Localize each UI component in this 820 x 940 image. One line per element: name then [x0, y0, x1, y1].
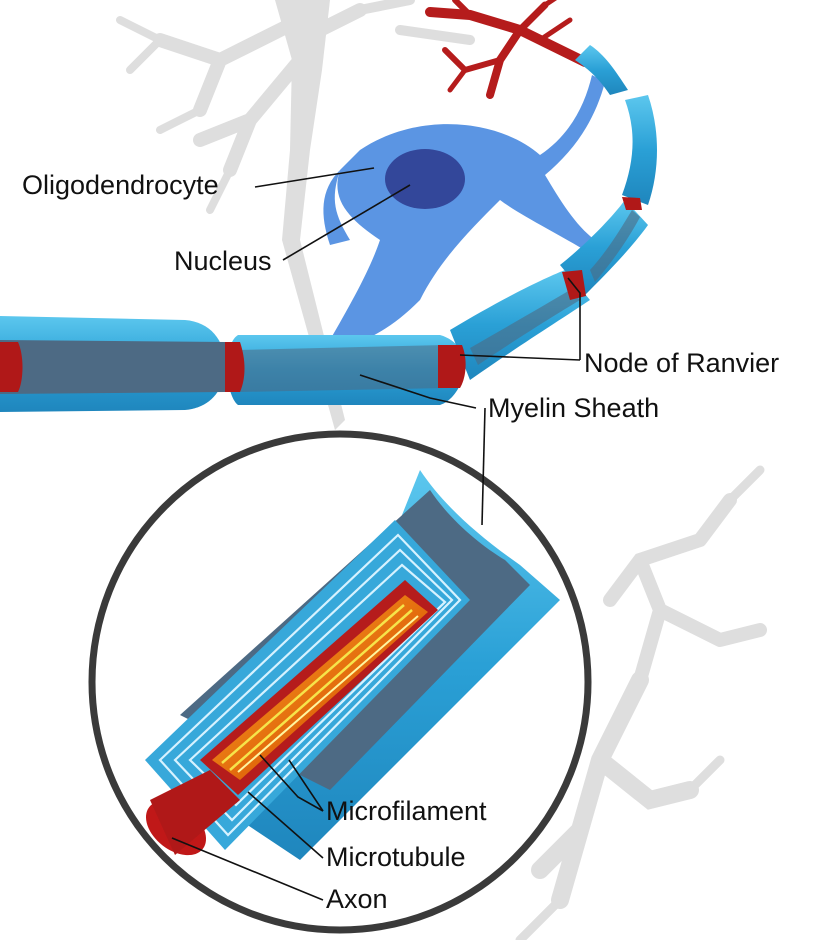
leader-lines [171, 167, 581, 901]
myelinated-axon [0, 45, 657, 412]
label-microfilament: Microfilament [326, 796, 487, 826]
label-myelin-sheath: Myelin Sheath [488, 393, 659, 423]
label-nucleus: Nucleus [174, 246, 272, 276]
oligodendrocyte [323, 75, 605, 340]
label-microtubule: Microtubule [326, 842, 466, 872]
magnified-view [92, 434, 588, 930]
lens-ring [88, 430, 592, 934]
label-axon: Axon [326, 884, 388, 914]
label-node-of-ranvier: Node of Ranvier [584, 348, 779, 378]
nucleus [385, 149, 465, 209]
label-oligodendrocyte: Oligodendrocyte [22, 170, 219, 200]
background-neuron-silhouette [116, 0, 767, 940]
dendrite-tree [425, 0, 590, 99]
